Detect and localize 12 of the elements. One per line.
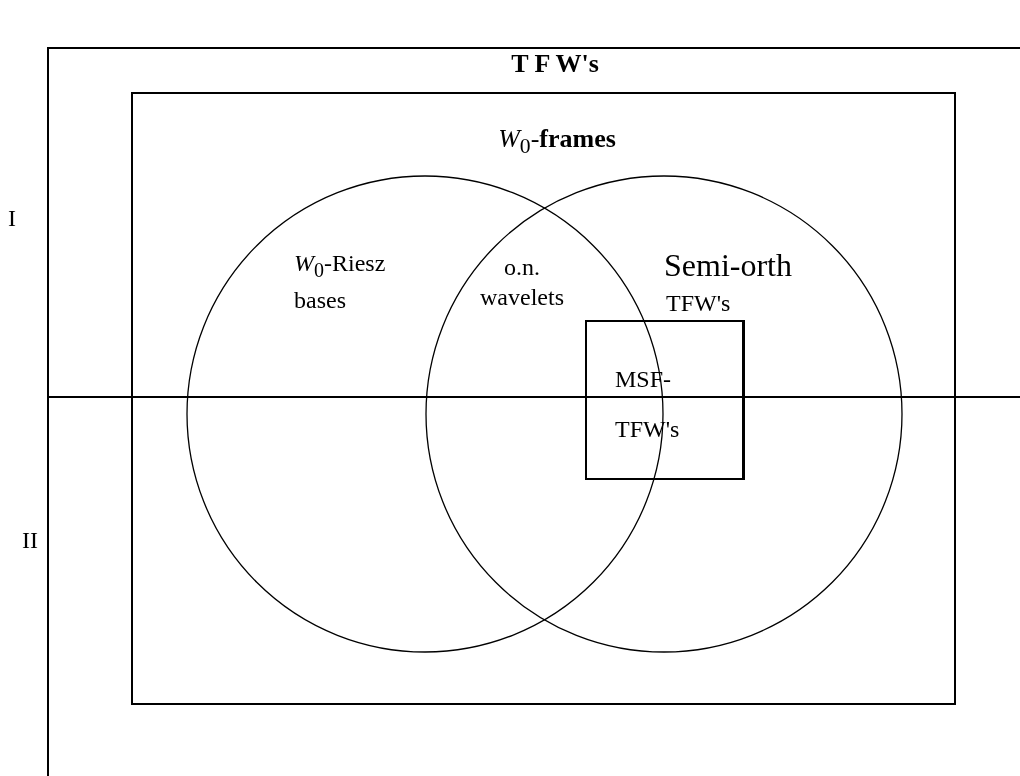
set-label: o.n. wavelets xyxy=(479,253,565,312)
region-label: II xyxy=(22,526,38,555)
region-label: I xyxy=(8,204,16,233)
set-label: TFW's xyxy=(666,289,731,318)
subset-box xyxy=(585,320,745,480)
set-label: W$_{0}$-Riesz bases xyxy=(294,249,387,315)
outer-frame xyxy=(47,47,1020,776)
frame-title: T F W's xyxy=(510,49,600,79)
set-circle xyxy=(425,174,903,654)
frame-title: W$_{0}$-frames xyxy=(497,124,617,161)
set-label: Semi-orth xyxy=(664,247,792,283)
inner-frame xyxy=(131,92,956,705)
